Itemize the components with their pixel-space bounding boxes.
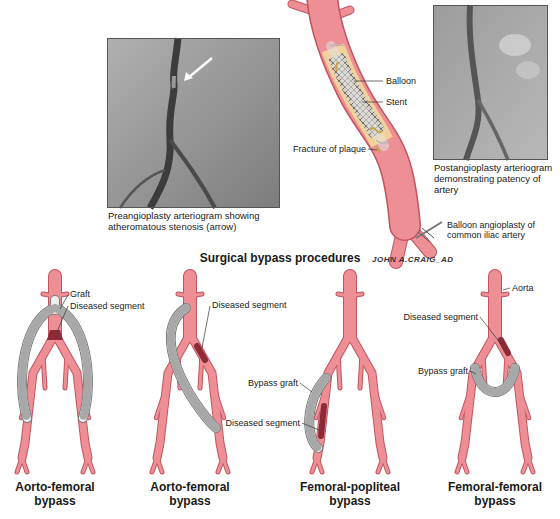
- part-label: Diseased segment: [403, 312, 478, 322]
- arteriogram-image: [107, 38, 280, 208]
- part-label: Balloon: [386, 76, 416, 86]
- part-label: Diseased segment: [70, 301, 145, 311]
- procedure-caption: Aorto-femoral bypass: [140, 481, 240, 509]
- part-label: Aorta: [512, 283, 534, 293]
- part-label: Graft: [70, 289, 90, 299]
- leader-line: [354, 81, 383, 150]
- artery-tree: [457, 276, 533, 472]
- part-label: Diseased segment: [225, 418, 300, 428]
- part-label: Bypass graft: [248, 378, 298, 388]
- artery-tree: [309, 276, 388, 472]
- section-heading: Surgical bypass procedures: [200, 252, 361, 266]
- procedure-caption: Aorto-femoral bypass: [5, 481, 105, 509]
- procedure-caption: Femoral-femoral bypass: [443, 481, 547, 509]
- arteriogram-image: [433, 5, 548, 160]
- part-label: Stent: [386, 97, 407, 107]
- artist-signature: JOHN A.CRAIG_AD: [372, 255, 453, 264]
- iliac-artery-illustration: [292, 0, 442, 262]
- part-label: Fracture of plaque: [293, 144, 366, 154]
- figure-caption: Preangioplasty arteriogram showing ather…: [108, 211, 298, 233]
- part-label: Bypass graft: [418, 366, 468, 376]
- figure-caption: Balloon angioplasty of common iliac arte…: [447, 220, 555, 241]
- leader-line: [57, 288, 510, 430]
- arteriogram-frame: Preangioplasty arteriogram showing ather…: [107, 38, 280, 208]
- part-label: Diseased segment: [212, 300, 287, 310]
- procedure-caption: Femoral-popliteal bypass: [295, 481, 405, 509]
- figure-caption: Postangioplasty arteriogram demonstratin…: [434, 163, 558, 196]
- arteriogram-frame: Postangioplasty arteriogram demonstratin…: [433, 5, 548, 160]
